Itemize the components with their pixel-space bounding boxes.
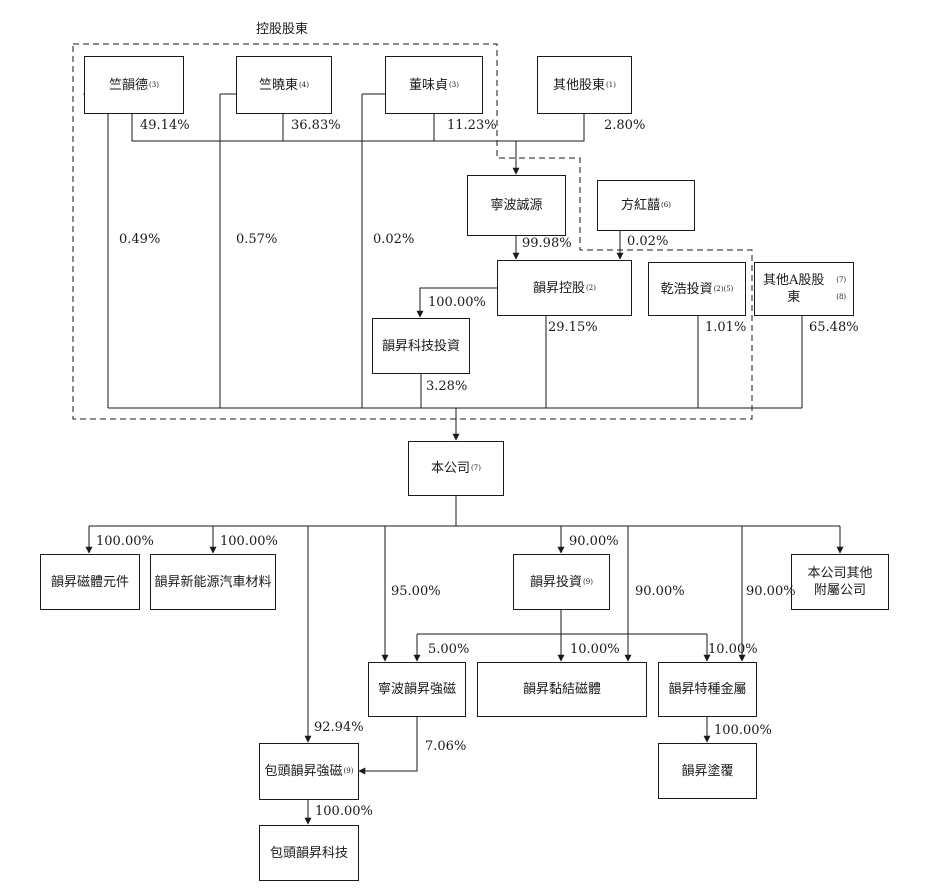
entity-note: (9)	[343, 767, 354, 775]
entity-note: (7)(8)	[836, 276, 847, 301]
entity-name: 包頭韻昇科技	[269, 845, 348, 861]
pct-company-special-metal: 90.00%	[746, 584, 796, 599]
entity-other-subsidiaries: 本公司其他 附屬公司	[791, 554, 889, 610]
pct-company-baotou-magnet: 92.94%	[314, 720, 364, 735]
entity-name: 本公司	[431, 461, 471, 476]
pct-company-nev-materials: 100.00%	[220, 534, 278, 549]
pct-company-investment: 90.00%	[569, 534, 619, 549]
entity-note: (3)	[449, 80, 459, 89]
pct-investment-ningbo-magnet: 5.00%	[428, 642, 470, 657]
controlling-shareholders-label: 控股股東	[256, 22, 309, 37]
pct-company-ningbo-magnet: 95.00%	[391, 584, 441, 599]
pct-zhu-xiaodong-chengyuan: 36.83%	[291, 118, 341, 133]
entity-name: 竺曉東	[259, 77, 299, 93]
entity-name: 包頭韻昇強磁	[264, 764, 343, 779]
entity-name: 方紅囍	[621, 198, 661, 213]
entity-note: (7)	[471, 464, 481, 472]
entity-other-a-shareholders: 其他A股股東 (7)(8)	[754, 262, 854, 316]
entity-yunsheng-holding: 韻昇控股(2)	[497, 260, 632, 316]
entity-baotou-yunsheng-tech: 包頭韻昇科技	[259, 825, 359, 881]
pct-special-metal-coating: 100.00%	[714, 723, 772, 738]
entity-note: (3)	[149, 80, 159, 89]
entity-yunsheng-investment: 韻昇投資(9)	[513, 554, 610, 610]
entity-name-line1: 本公司其他	[807, 566, 873, 581]
entity-yunsheng-magnetic-components: 韻昇磁體元件	[40, 554, 140, 610]
entity-name-line2: 附屬公司	[813, 583, 866, 598]
entity-zhu-yunde: 竺韻德(3)	[84, 56, 184, 114]
entity-name: 韻昇特種金屬	[668, 682, 747, 697]
entity-name: 韻昇科技投資	[381, 338, 460, 354]
entity-name: 其他股東	[553, 77, 606, 93]
pct-dong-chengyuan: 11.23%	[447, 118, 497, 133]
entity-name: 韻昇黏結磁體	[522, 682, 601, 697]
pct-qianhao-company: 1.01%	[705, 320, 747, 335]
pct-chengyuan-holding: 99.98%	[522, 236, 572, 251]
entity-company: 本公司(7)	[408, 441, 504, 496]
entity-name: 韻昇塗覆	[681, 763, 734, 779]
entity-name: 寧波誠源	[490, 198, 543, 213]
pct-dong-company: 0.02%	[373, 232, 415, 247]
controlling-shareholders-boundary	[72, 43, 753, 420]
pct-holding-tech-invest: 100.00%	[428, 295, 486, 310]
entity-note: (9)	[583, 577, 593, 586]
entity-baotou-yunsheng-magnet: 包頭韻昇強磁(9)	[259, 743, 359, 800]
pct-tech-invest-company: 3.28%	[426, 379, 468, 394]
pct-fang-holding: 0.02%	[627, 234, 669, 249]
pct-others-chengyuan: 2.80%	[604, 118, 646, 133]
entity-note: (4)	[299, 80, 309, 89]
entity-yunsheng-tech-invest: 韻昇科技投資	[372, 318, 470, 374]
pct-zhu-yunde-chengyuan: 49.14%	[140, 118, 190, 133]
entity-name: 韻昇新能源汽車材料	[154, 574, 272, 590]
entity-yunsheng-coating: 韻昇塗覆	[658, 743, 757, 799]
entity-dong-weizhen: 董味貞(3)	[385, 56, 483, 114]
entity-qianhao-invest: 乾浩投資(2)(5)	[648, 262, 746, 316]
entity-fang-hongzhe: 方紅囍(6)	[597, 180, 695, 231]
entity-yunsheng-special-metal: 韻昇特種金屬	[658, 662, 757, 717]
entity-name: 乾浩投資	[660, 281, 713, 297]
entity-name: 寧波韻昇強磁	[377, 682, 456, 697]
pct-zhu-xiaodong-company: 0.57%	[236, 232, 278, 247]
entity-other-shareholders: 其他股東(1)	[537, 56, 632, 114]
entity-name: 韻昇磁體元件	[50, 574, 129, 590]
entity-name: 韻昇投資	[530, 574, 583, 590]
pct-zhu-yunde-company: 0.49%	[119, 232, 161, 247]
pct-other-a-company: 65.48%	[809, 320, 859, 335]
entity-note: (2)	[586, 283, 596, 292]
pct-baotou-magnet-tech: 100.00%	[315, 804, 373, 819]
entity-ningbo-chengyuan: 寧波誠源	[467, 175, 566, 236]
pct-investment-special-metal: 10.00%	[708, 642, 758, 657]
pct-company-magnetic-components: 100.00%	[96, 534, 154, 549]
pct-company-bonded-magnet: 90.00%	[635, 584, 685, 599]
entity-yunsheng-bonded-magnet: 韻昇黏結磁體	[477, 662, 647, 717]
entity-name: 韻昇控股	[533, 280, 586, 296]
entity-note: (2)(5)	[713, 284, 734, 293]
entity-ningbo-yunsheng-magnet: 寧波韻昇強磁	[368, 662, 466, 717]
entity-name: 竺韻德	[109, 77, 149, 93]
pct-ningbo-baotou-magnet: 7.06%	[425, 739, 467, 754]
entity-name: 董味貞	[409, 77, 449, 93]
entity-note: (6)	[661, 201, 671, 209]
pct-holding-company: 29.15%	[548, 320, 598, 335]
entity-note: (1)	[606, 80, 616, 89]
pct-investment-bonded-magnet: 10.00%	[570, 642, 620, 657]
entity-name: 其他A股股東	[763, 273, 825, 305]
entity-zhu-xiaodong: 竺曉東(4)	[236, 56, 332, 114]
entity-yunsheng-nev-materials: 韻昇新能源汽車材料	[150, 554, 276, 610]
